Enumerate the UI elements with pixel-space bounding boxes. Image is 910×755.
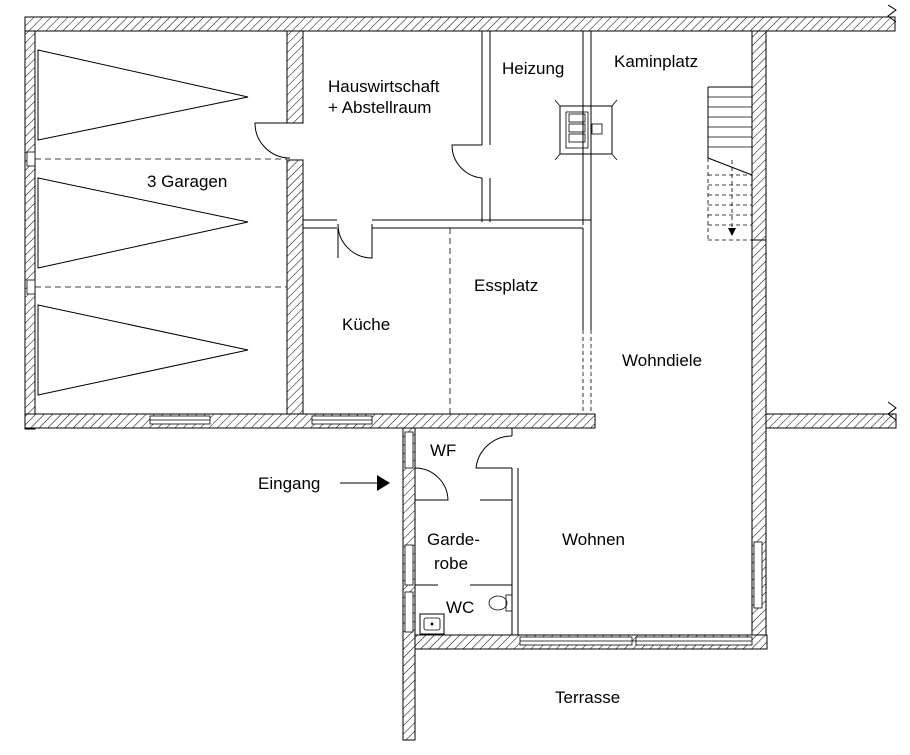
label-kaminplatz: Kaminplatz: [614, 52, 698, 71]
label-robe: robe: [434, 554, 468, 573]
label-heizung: Heizung: [502, 59, 564, 78]
label-wohnen: Wohnen: [562, 530, 625, 549]
label-hauswirtschaft: Hauswirtschaft: [328, 77, 440, 96]
staircase: [707, 86, 753, 241]
label-wohndiele: Wohndiele: [622, 351, 702, 370]
label-garagen: 3 Garagen: [147, 172, 227, 191]
exterior-walls: [24, 16, 897, 741]
label-abstellraum: + Abstellraum: [328, 98, 431, 117]
label-wc: WC: [446, 598, 474, 617]
windows: [149, 415, 763, 646]
room-labels: 3 Garagen Hauswirtschaft + Abstellraum H…: [147, 52, 702, 707]
label-essplatz: Essplatz: [474, 276, 538, 295]
label-wf: WF: [430, 441, 456, 460]
label-eingang: Eingang: [258, 474, 320, 493]
entrance-arrow: [340, 475, 390, 491]
label-garde: Garde-: [427, 530, 480, 549]
wall-break-symbols: [887, 4, 897, 421]
doors: [254, 122, 513, 501]
heating-unit: [554, 99, 618, 161]
label-terrasse: Terrasse: [555, 688, 620, 707]
garage-parking-bays: [26, 49, 287, 396]
label-kueche: Küche: [342, 315, 390, 334]
wc-fixtures: [419, 594, 513, 635]
